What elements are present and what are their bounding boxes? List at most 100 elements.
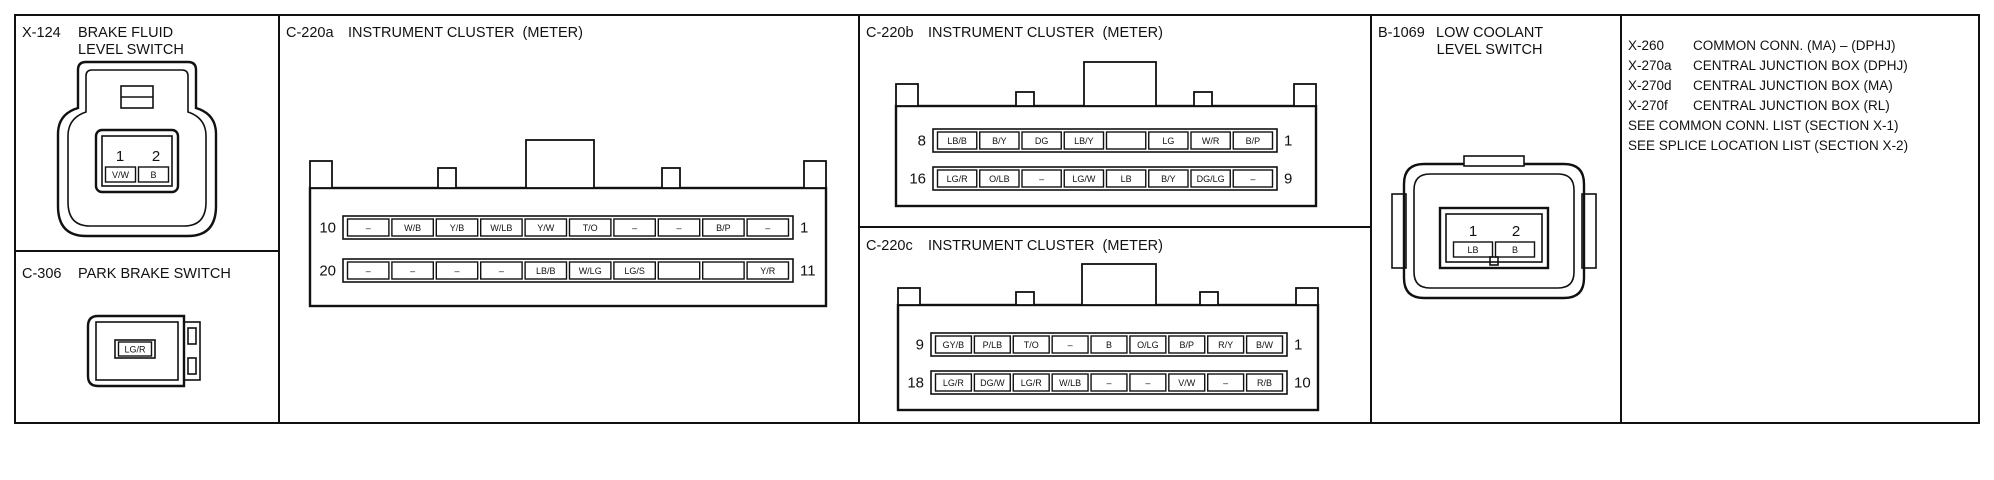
- pin-cell-label: LG/S: [624, 266, 645, 276]
- pin-cell-label: –: [765, 223, 770, 233]
- pin-cell: [936, 169, 978, 188]
- note-text: SEE COMMON CONN. LIST (SECTION X-1): [1628, 118, 1899, 133]
- pin-cell-label: O/LB: [989, 174, 1010, 184]
- pin-cell: [117, 341, 153, 357]
- pin-cell-label: B: [1512, 245, 1518, 255]
- pin-cell: [657, 261, 701, 280]
- pin-cell: [1105, 131, 1147, 150]
- pin-cell-label: –: [499, 266, 504, 276]
- pin-cell-label: B/P: [716, 223, 731, 233]
- pin-cell: [1129, 335, 1167, 354]
- pin-cell-label: –: [410, 266, 415, 276]
- pin-cell-label: LG/R: [943, 378, 965, 388]
- divider: [858, 16, 860, 422]
- pin-cell: [480, 261, 523, 280]
- pin-cell: [1168, 373, 1206, 392]
- switch-body-outline: [86, 314, 186, 388]
- pin-cell: [1012, 373, 1050, 392]
- pin-cell: [973, 373, 1011, 392]
- connector-title-c220b: INSTRUMENT CLUSTER (METER): [928, 25, 1163, 41]
- pin-number: 8: [918, 133, 926, 150]
- note-code: X-270a: [1628, 58, 1672, 73]
- pin-number: 10: [319, 220, 336, 237]
- connector-tab: [1015, 91, 1035, 107]
- pin-cell-label: LB: [1467, 245, 1478, 255]
- pin-number: 10: [1294, 375, 1311, 392]
- connector-title-c220a: INSTRUMENT CLUSTER (METER): [348, 25, 583, 41]
- pin-cell: [1051, 373, 1089, 392]
- connector-code-c306: C-306: [22, 266, 62, 282]
- pin-cell: [1148, 131, 1189, 150]
- divider: [1620, 16, 1622, 422]
- connector-tab: [437, 167, 457, 189]
- pin-cell-label: B: [150, 170, 156, 180]
- switch-body-inner: [95, 321, 179, 381]
- connector-title-b1069: LOW COOLANT LEVEL SWITCH: [1436, 25, 1544, 58]
- pin-cell: [480, 218, 523, 237]
- pin-cell-label: LB/B: [536, 266, 556, 276]
- pin-cell: [936, 131, 978, 150]
- pin-cell-label: –: [676, 223, 681, 233]
- pin-cell: [1232, 169, 1274, 188]
- pin-cell-label: –: [454, 266, 459, 276]
- pin-cell-label: GY/B: [943, 340, 965, 350]
- pin-cell: [1190, 169, 1231, 188]
- pin-cell: [1168, 335, 1206, 354]
- pin-cell: [613, 261, 657, 280]
- pin-cell: [657, 218, 701, 237]
- pin-cell: [746, 261, 790, 280]
- connector-code-c220c: C-220c: [866, 238, 913, 254]
- pin-cell-label: DG: [1035, 136, 1049, 146]
- pin-cell-label: –: [366, 266, 371, 276]
- pin-cell-label: –: [1250, 174, 1255, 184]
- pin-number: 2: [152, 148, 160, 165]
- pin-cell: [1207, 373, 1245, 392]
- pin-cell: [1245, 373, 1284, 392]
- pin-cell-label: W/B: [404, 223, 421, 233]
- pin-cell: [1012, 335, 1050, 354]
- connector-title-c306: PARK BRAKE SWITCH: [78, 266, 231, 282]
- terminal-box: [114, 339, 156, 359]
- connector-tab: [897, 287, 921, 306]
- pin-cell: [934, 373, 973, 392]
- pin-cell: [1063, 169, 1105, 188]
- divider: [16, 250, 278, 252]
- latch-slot: [187, 357, 197, 375]
- pin-cell-label: B/W: [1256, 340, 1274, 350]
- pin-cell: [137, 166, 170, 183]
- pin-cell: [435, 218, 479, 237]
- pin-cell: [979, 131, 1020, 150]
- connector-tab: [1193, 91, 1213, 107]
- pin-cell-label: T/O: [1024, 340, 1039, 350]
- pin-cell-label: Y/B: [450, 223, 465, 233]
- pin-cell: [524, 261, 568, 280]
- pin-number: 18: [907, 375, 924, 392]
- pin-cell-label: LG/R: [124, 345, 146, 355]
- switch-body-inner: [67, 69, 207, 227]
- pin-cell-label: –: [1106, 378, 1111, 388]
- connector-title-x124: BRAKE FLUID LEVEL SWITCH: [78, 25, 184, 58]
- pin-cell-label: DG/LG: [1197, 174, 1225, 184]
- pin-cell-label: B: [1106, 340, 1112, 350]
- pin-cell-label: O/LG: [1137, 340, 1159, 350]
- pin-cell-label: LB/B: [947, 136, 967, 146]
- connector-tab: [1083, 61, 1157, 107]
- pin-cell: [346, 261, 390, 280]
- pin-number: 2: [1512, 223, 1520, 240]
- pin-cell: [391, 218, 434, 237]
- pin-cell-label: –: [1068, 340, 1073, 350]
- key-notch: [1489, 256, 1499, 266]
- connector-tab: [1015, 291, 1035, 306]
- divider: [858, 226, 1370, 228]
- divider: [278, 16, 280, 422]
- divider: [1370, 16, 1372, 422]
- pin-cell-label: LG/W: [1072, 174, 1096, 184]
- connector-tab: [1293, 83, 1317, 107]
- pin-cell: [613, 218, 657, 237]
- pin-cell-label: Y/W: [537, 223, 555, 233]
- pin-cell-label: V/W: [112, 170, 130, 180]
- connector-tab: [661, 167, 681, 189]
- pin-cell: [702, 218, 745, 237]
- pin-row-frame: [342, 258, 794, 283]
- connector-code-x124: X-124: [22, 25, 61, 41]
